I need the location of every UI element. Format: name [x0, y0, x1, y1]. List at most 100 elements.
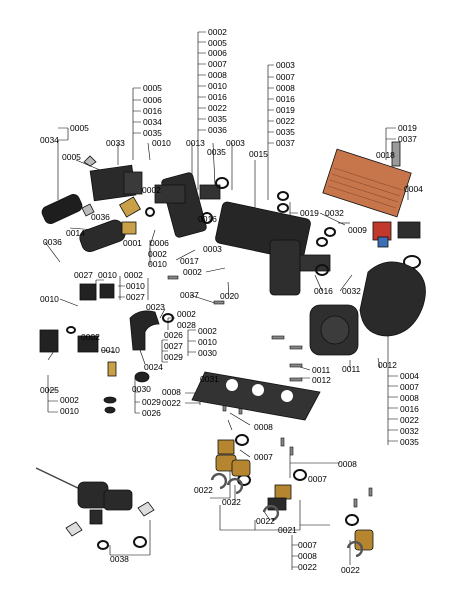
- label: 0002: [81, 332, 100, 342]
- label: 0014: [66, 228, 85, 238]
- label: 0017: [180, 256, 199, 266]
- label: 0026: [142, 408, 161, 418]
- label: 0028: [177, 320, 196, 330]
- label: 0003: [203, 244, 222, 254]
- label: 0022: [222, 497, 241, 507]
- label: 0022: [341, 565, 360, 575]
- part-valve-0009: [372, 221, 421, 248]
- label: 0018: [376, 150, 395, 160]
- label: 0016: [208, 92, 227, 102]
- label: 0007: [298, 540, 317, 550]
- label: 0034: [143, 117, 162, 127]
- label: 0006: [208, 48, 227, 58]
- label: 0005: [70, 123, 89, 133]
- label: 0033: [106, 138, 125, 148]
- label: 0002: [142, 185, 161, 195]
- label: 0022: [208, 103, 227, 113]
- label: 0011: [342, 364, 361, 374]
- label: 0022: [276, 116, 295, 126]
- part-screws: [167, 275, 373, 508]
- label: 0008: [298, 551, 317, 561]
- label: 0002: [208, 27, 227, 37]
- label: 0006: [143, 95, 162, 105]
- label: 0010: [152, 138, 171, 148]
- label: 0010: [126, 281, 145, 291]
- label: 0005: [208, 38, 227, 48]
- label: 0002: [177, 309, 196, 319]
- label: 0027: [126, 292, 145, 302]
- label: 0036: [43, 237, 62, 247]
- label: 0019: [300, 208, 319, 218]
- part-elbow-0023: [129, 310, 160, 351]
- label: 0008: [254, 422, 273, 432]
- label: 0032: [400, 426, 419, 436]
- label: 0025: [40, 385, 59, 395]
- label: 0010: [101, 345, 120, 355]
- label: 0016: [143, 106, 162, 116]
- label: 0035: [276, 127, 295, 137]
- label: 0019: [398, 123, 417, 133]
- label: 0024: [144, 362, 163, 372]
- label: 0035: [400, 437, 419, 447]
- label: 0026: [164, 330, 183, 340]
- label: 0008: [162, 387, 181, 397]
- label: 0003: [226, 138, 245, 148]
- part-assembly-0038: [35, 467, 155, 537]
- label: 0027: [164, 341, 183, 351]
- part-pump-0012: [359, 261, 426, 337]
- label: 0008: [276, 83, 295, 93]
- part-manifold-0015: [215, 201, 331, 296]
- label: 0038: [110, 554, 129, 564]
- label: 0007: [254, 452, 273, 462]
- label: 0002: [183, 267, 202, 277]
- label: 0010: [208, 81, 227, 91]
- label: 0010: [40, 294, 59, 304]
- label: 0037: [276, 138, 295, 148]
- label: 0004: [400, 371, 419, 381]
- label: 0030: [198, 348, 217, 358]
- callouts: 0002 0005 0006 0007 0008 0010 0016 0022 …: [40, 27, 423, 575]
- label: 0008: [208, 70, 227, 80]
- label: 0022: [256, 516, 275, 526]
- label: 0010: [198, 337, 217, 347]
- label: 0032: [342, 286, 361, 296]
- label: 0037: [180, 290, 199, 300]
- part-plate-0031: [191, 371, 321, 421]
- label: 0007: [308, 474, 327, 484]
- label: 0023: [146, 302, 165, 312]
- label: 0003: [276, 60, 295, 70]
- label: 0035: [143, 128, 162, 138]
- part-motor-0011: [309, 304, 359, 356]
- label: 0002: [198, 326, 217, 336]
- part-block-0005: [89, 164, 143, 202]
- label: 0010: [60, 406, 79, 416]
- label: 0016: [198, 214, 217, 224]
- label: 0002: [148, 249, 167, 259]
- label: 0010: [148, 259, 167, 269]
- label: 0004: [404, 184, 423, 194]
- part-cylinder-0034: [41, 193, 83, 225]
- label: 0029: [164, 352, 183, 362]
- label: 0020: [220, 291, 239, 301]
- leader-lines: [44, 31, 409, 570]
- label: 0008: [338, 459, 357, 469]
- label: 0037: [398, 134, 417, 144]
- label: 0029: [142, 397, 161, 407]
- label: 0010: [98, 270, 117, 280]
- label: 0007: [276, 72, 295, 82]
- label: 0009: [348, 225, 367, 235]
- part-valve-0025: [39, 283, 115, 353]
- label: 0011: [312, 365, 331, 375]
- label: 0032: [325, 208, 344, 218]
- label: 0021: [278, 525, 297, 535]
- part-fitting-0006: [119, 196, 141, 218]
- label: 0016: [314, 286, 333, 296]
- part-manifold-0013: [154, 172, 221, 238]
- label: 0036: [91, 212, 110, 222]
- label: 0016: [276, 94, 295, 104]
- label: 0012: [312, 375, 331, 385]
- label: 0001: [123, 238, 142, 248]
- label: 0022: [162, 398, 181, 408]
